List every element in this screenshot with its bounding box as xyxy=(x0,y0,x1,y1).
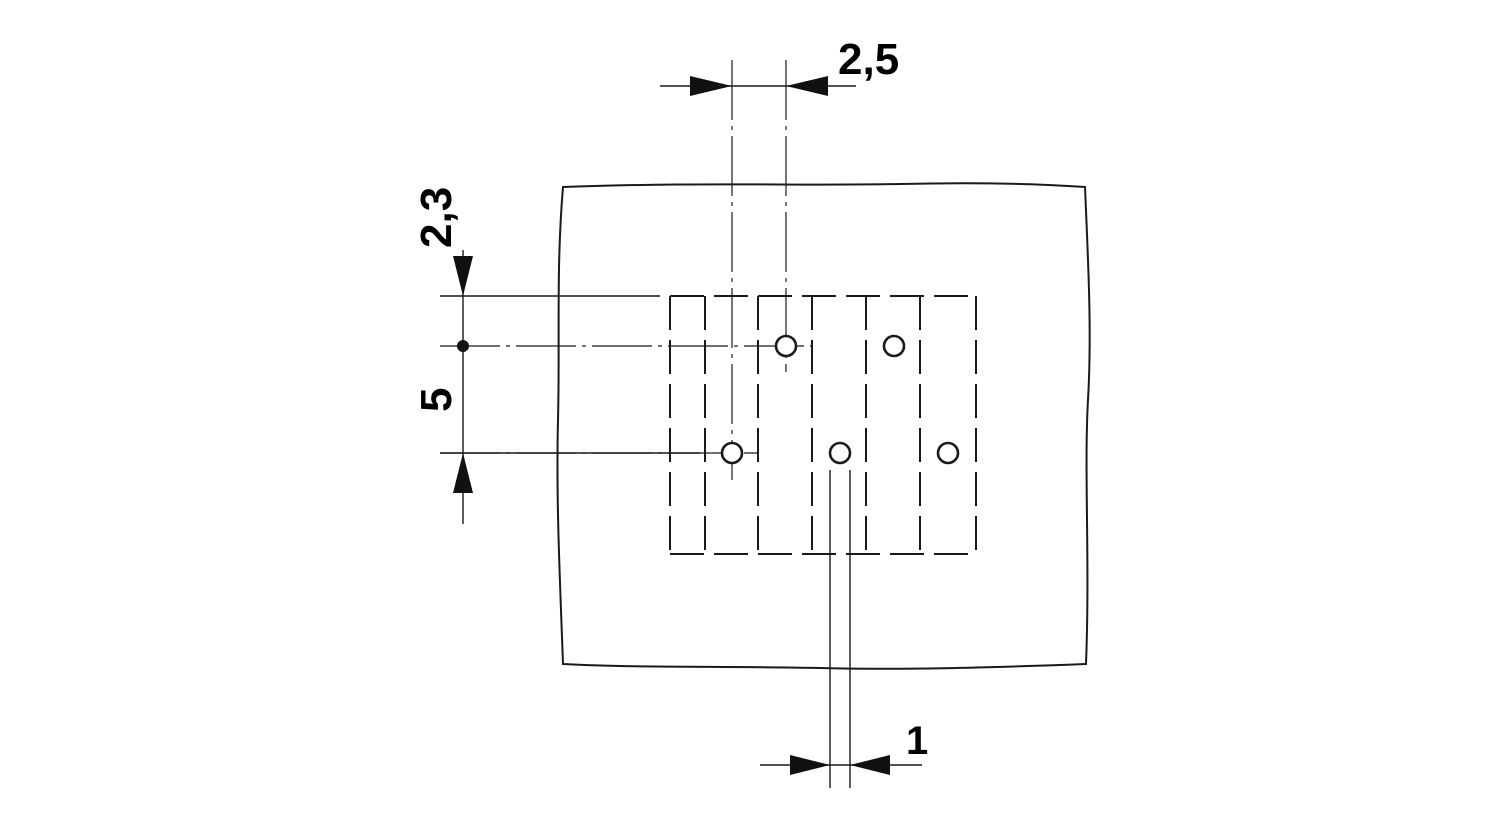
arrow-left xyxy=(786,76,828,96)
arrow-down xyxy=(453,256,473,296)
hole-bottom-3 xyxy=(936,441,960,465)
pin-pitch-label: 2,5 xyxy=(838,35,899,84)
arrow-right-bottom xyxy=(790,755,830,775)
hole-bottom-2 xyxy=(828,441,852,465)
dimension-left: 2,3 5 xyxy=(412,187,700,524)
row-spacing-label: 5 xyxy=(412,388,461,412)
edge-offset-label: 2,3 xyxy=(412,187,461,248)
dimension-hole-diameter: 1 xyxy=(760,470,928,788)
center-lines xyxy=(440,60,812,480)
arrow-up xyxy=(453,453,473,493)
hole-diameter-label: 1 xyxy=(906,719,928,763)
dimension-point xyxy=(457,340,469,352)
arrow-right xyxy=(690,76,732,96)
hole-bottom-1 xyxy=(720,441,744,465)
hole-top-1 xyxy=(774,334,798,358)
drill-holes xyxy=(720,334,960,465)
pcb-board-outline xyxy=(556,182,1091,670)
hole-top-2 xyxy=(882,334,906,358)
connector-footprint xyxy=(669,295,977,555)
arrow-left-bottom xyxy=(850,755,890,775)
dimension-pin-pitch: 2,5 xyxy=(660,35,899,96)
